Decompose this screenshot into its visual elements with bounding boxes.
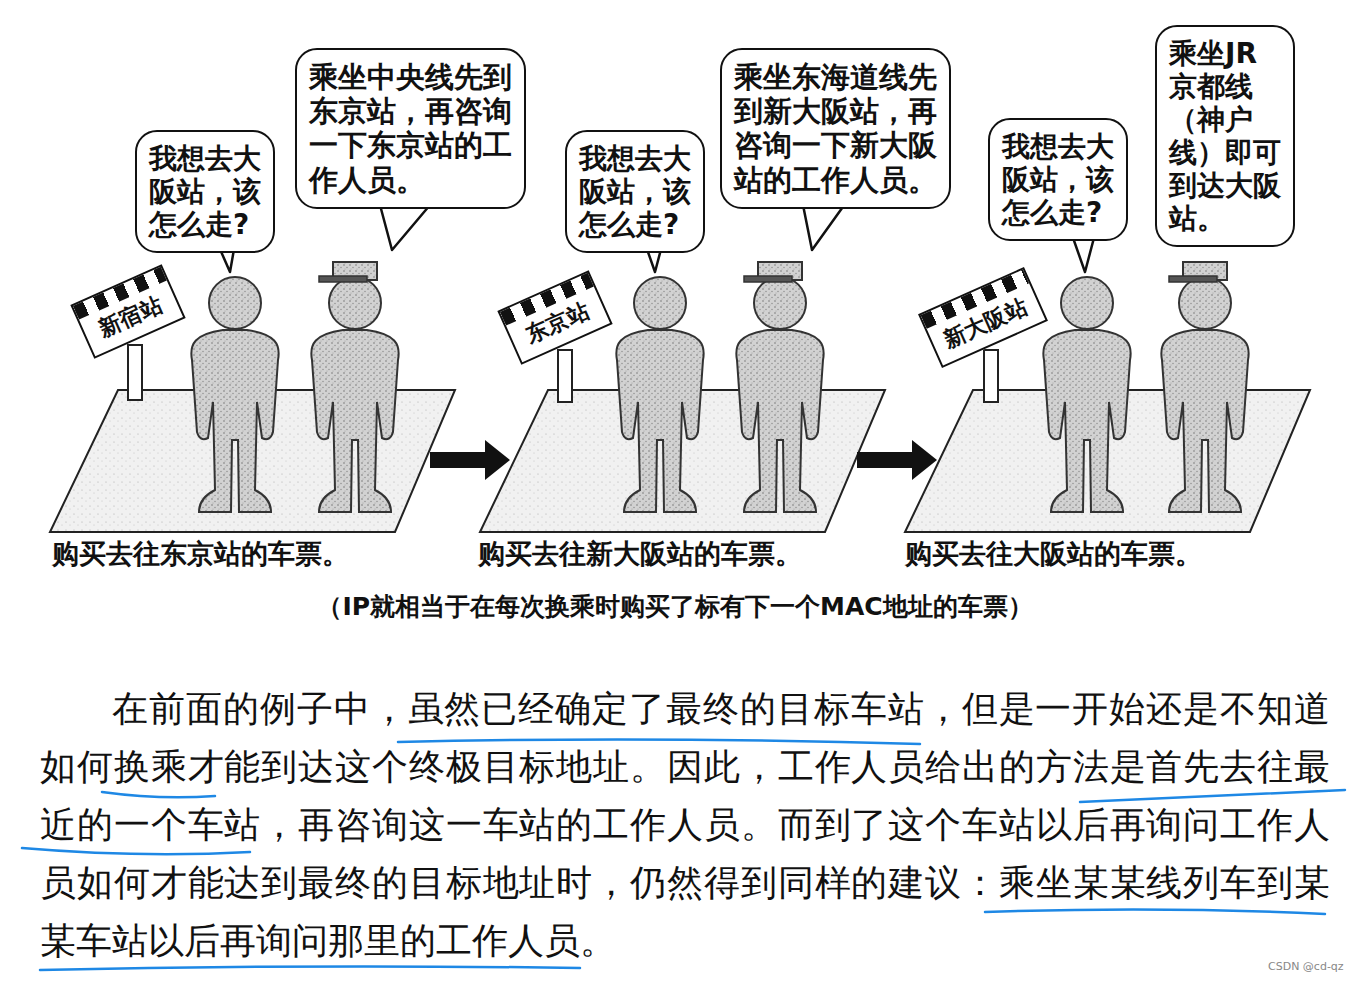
speech-text: 乘坐中央线先到东京站，再咨询一下东京站的工作人员。 [309,60,512,197]
body-paragraph: 在前面的例子中，虽然已经确定了最终的目标车站，但是一开始还是不知道如何换乘才能到… [40,680,1330,970]
speech-bubble: 我想去大阪站，该怎么走? [565,130,705,253]
speech-text: 乘坐JR京都线（神户线）即可到达大阪站。 [1169,37,1281,235]
speech-text: 乘坐东海道线先到新大阪站，再咨询一下新大阪站的工作人员。 [734,60,937,197]
speech-bubble: 我想去大阪站，该怎么走? [135,130,275,253]
flow-arrow [430,440,937,480]
station-staff-figure [311,262,1248,512]
watermark: CSDN @cd-qz [1268,960,1344,973]
speech-bubble: 我想去大阪站，该怎么走? [988,118,1128,241]
panel-caption: 购买去往新大阪站的车票。 [478,538,802,570]
speech-bubble: 乘坐JR京都线（神户线）即可到达大阪站。 [1155,25,1295,247]
speech-text: 我想去大阪站，该怎么走? [579,142,691,241]
panel-caption: 购买去往大阪站的车票。 [905,538,1202,570]
speech-bubble: 乘坐中央线先到东京站，再咨询一下东京站的工作人员。 [295,48,526,209]
speech-text: 我想去大阪站，该怎么走? [1002,130,1114,229]
station-name: 东京站 [513,293,602,355]
station-name: 新大阪站 [934,289,1038,357]
panel-caption: 购买去往东京站的车票。 [52,538,349,570]
speech-bubble: 乘坐东海道线先到新大阪站，再咨询一下新大阪站的工作人员。 [720,48,951,209]
station-sign: 东京站 [497,270,612,365]
station-name: 新宿站 [86,287,175,349]
figure-caption: （IP就相当于在每次换乘时购买了标有下一个MAC地址的车票） [0,590,1350,623]
speech-text: 我想去大阪站，该怎么走? [149,142,261,241]
